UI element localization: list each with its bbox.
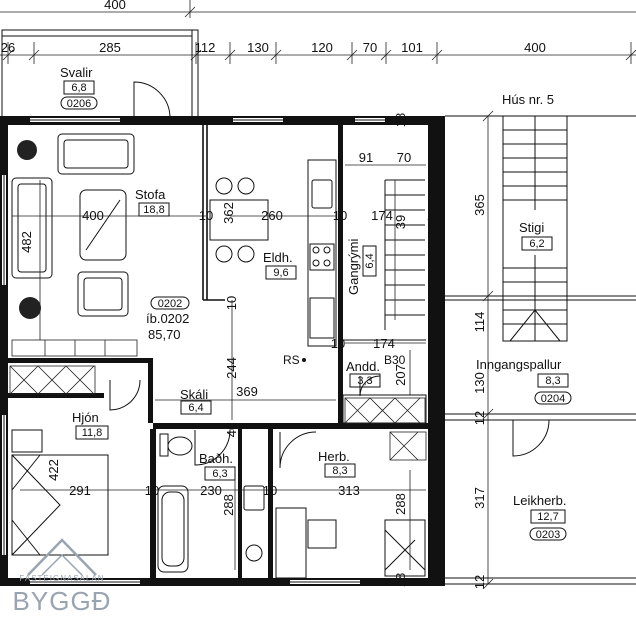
dim-top-130: 130 — [247, 40, 269, 55]
dim-top-285: 285 — [99, 40, 121, 55]
interior-dimension-lines — [12, 164, 426, 570]
dim-400: 400 — [82, 208, 104, 223]
dim-365: 365 — [472, 194, 487, 216]
room-name-stigi: Stigi — [519, 220, 544, 235]
room-area-gangrymi: 6,4 — [364, 253, 376, 268]
room-name-herb: Herb. — [318, 449, 350, 464]
dim-top-400b: 400 — [524, 40, 546, 55]
room-labels: Stofa 18,8 Eldh. 9,6 Gangrými 6,4 Skáli … — [72, 187, 406, 481]
room-name-hjon: Hjón — [72, 410, 99, 425]
dim-top-26: 26 — [1, 40, 15, 55]
room-code-svalir: 0206 — [67, 98, 91, 110]
stair-treads — [503, 129, 567, 325]
room-name-gangrymi: Gangrými — [346, 239, 361, 295]
dim-10f: 10 — [263, 483, 277, 498]
interior-walls — [8, 125, 428, 578]
dim-288a: 288 — [221, 494, 236, 516]
dim-174b: 174 — [373, 336, 395, 351]
closets — [9, 339, 427, 461]
dim-12b: 12 — [472, 575, 487, 589]
room-area-eldh: 9,6 — [273, 267, 288, 279]
doors — [109, 375, 381, 469]
dim-40: 40 — [224, 423, 239, 437]
dim-244: 244 — [224, 357, 239, 379]
room-area-inngangspallur: 8,3 — [545, 375, 560, 387]
dim-10c: 10 — [224, 296, 239, 310]
dim-260: 260 — [261, 208, 283, 223]
dim-207: 207 — [393, 364, 408, 386]
room-name-badh: Baðh. — [199, 451, 233, 466]
house-label: Hús nr. 5 — [502, 92, 554, 107]
dim-288b: 288 — [393, 493, 408, 515]
room-name-skali: Skáli — [180, 387, 208, 402]
dim-10b: 10 — [333, 208, 347, 223]
dim-174a: 174 — [371, 208, 393, 223]
brand-logo: FASTEIGNASALAN BYGGÐ — [13, 538, 112, 616]
dim-top-120: 120 — [311, 40, 333, 55]
dim-422: 422 — [46, 459, 61, 481]
room-name-stofa: Stofa — [135, 187, 166, 202]
dim-114: 114 — [472, 312, 487, 333]
room-area-hjon: 11,8 — [82, 427, 103, 439]
room-name-andd: Andd. — [346, 359, 380, 374]
dim-317: 317 — [472, 487, 487, 509]
dim-313: 313 — [338, 483, 360, 498]
dim-top-101: 101 — [401, 40, 423, 55]
room-name-leikherb: Leikherb. — [513, 493, 566, 508]
dim-10a: 10 — [199, 208, 213, 223]
outer-walls — [0, 116, 437, 586]
room-name-eldh: Eldh. — [263, 250, 293, 265]
dim-39: 39 — [393, 215, 408, 229]
room-name-svalir: Svalir — [60, 65, 93, 80]
furniture — [11, 133, 426, 579]
room-name-inngangspallur: Inngangspallur — [476, 357, 562, 372]
unit-code: 0202 — [158, 298, 182, 310]
dim-369: 369 — [236, 384, 258, 399]
dim-10e: 10 — [145, 483, 159, 498]
dim-18a: 18 — [427, 208, 441, 223]
dim-91: 91 — [359, 150, 373, 165]
logo-main-text: BYGGÐ — [13, 586, 112, 616]
dim-130: 130 — [472, 372, 487, 394]
dim-18b: 18 — [393, 113, 408, 127]
room-code-inngangspallur: 0204 — [541, 393, 565, 405]
unit-label: íb.0202 — [146, 311, 189, 326]
rs-label: RS — [283, 353, 300, 367]
room-area-svalir: 6,8 — [71, 82, 86, 94]
dim-10d: 10 — [331, 336, 345, 351]
dim-482: 482 — [19, 231, 34, 253]
unit-area: 85,70 — [148, 327, 181, 342]
room-area-herb: 8,3 — [332, 465, 347, 477]
room-area-leikherb: 12,7 — [537, 511, 558, 523]
room-code-leikherb: 0203 — [536, 529, 560, 541]
room-area-andd: 3,3 — [357, 375, 372, 387]
room-area-skali: 6,4 — [188, 402, 203, 414]
logo-top-text: FASTEIGNASALAN — [19, 574, 104, 583]
dim-230: 230 — [200, 483, 222, 498]
dim-top-112: 112 — [195, 40, 216, 55]
room-area-stigi: 6,2 — [529, 238, 544, 250]
top-dimension-lines: 400 26 285 112 130 120 70 101 400 — [0, 0, 636, 64]
neighbor-building: Hús nr. 5 Stigi 6,2 Inngangspallur 8,3 0… — [437, 92, 636, 590]
dim-top-400: 400 — [104, 0, 126, 12]
room-area-badh: 6,3 — [212, 468, 227, 480]
dim-12a: 12 — [472, 411, 487, 425]
b30-label: B30 — [384, 353, 406, 367]
room-area-stofa: 18,8 — [143, 204, 164, 216]
interior-dimension-text: 400 482 10 362 260 10 91 70 174 39 18 10… — [19, 113, 441, 587]
dim-top-70: 70 — [363, 40, 377, 55]
dim-291: 291 — [69, 483, 91, 498]
dim-18c: 18 — [393, 573, 408, 587]
dim-70: 70 — [397, 150, 411, 165]
dim-362: 362 — [221, 202, 236, 224]
